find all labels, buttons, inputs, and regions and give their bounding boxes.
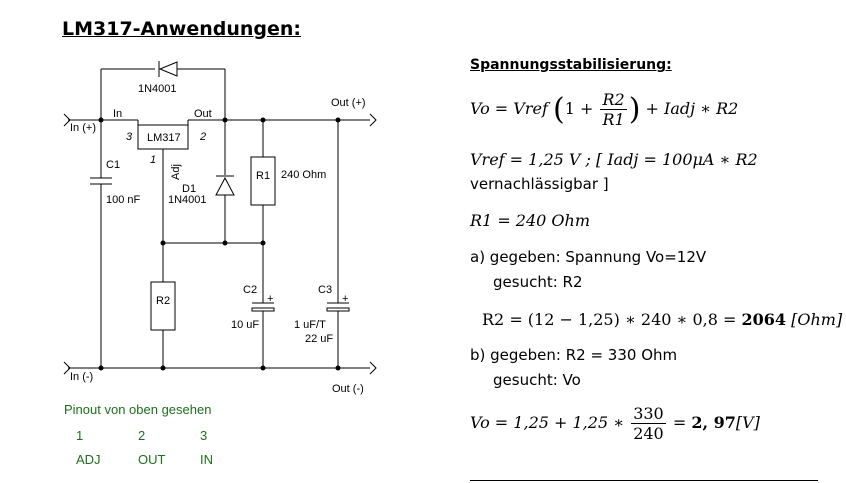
section-title: Spannungsstabilisierung: [470,57,672,73]
pinout-name-2: OUT [138,452,166,467]
diode-top-label: 1N4001 [138,83,177,95]
pinout-name-3: IN [200,452,213,467]
r1-value: 240 Ohm [281,169,326,181]
r2-label: R2 [156,295,170,307]
ic-out-label: Out [194,108,212,120]
out-plus-label: Out (+) [331,97,366,109]
vref-note: vernachlässigbar ] [470,175,609,193]
ic-pin2-label: 2 [199,131,206,143]
page-title: LM317-Anwendungen: [62,18,302,40]
c2-value: 10 uF [231,319,259,331]
c1-value: 100 nF [106,194,141,206]
in-plus-label: In (+) [70,122,96,134]
formula-r1: R1 = 240 Ohm [470,211,591,230]
c2-label: C2 [243,284,257,296]
ic-name: LM317 [147,132,181,144]
d1-label: D1 [182,183,196,195]
out-minus-label: Out (-) [332,383,364,395]
pinout-num-1: 1 [76,428,83,443]
c1-label: C1 [106,159,120,171]
case-a-wanted: gesucht: R2 [493,273,583,291]
ic-pin3-label: 3 [126,131,133,143]
pinout-title: Pinout von oben gesehen [64,402,211,417]
c3-label: C3 [318,284,332,296]
case-b-given: b) gegeben: R2 = 330 Ohm [470,346,678,364]
case-a-given: a) gegeben: Spannung Vo=12V [470,248,707,266]
pinout-num-3: 3 [200,428,207,443]
case-b-wanted: gesucht: Vo [493,371,581,389]
ic-in-label: In [113,108,122,120]
ic-pin1-label: 1 [150,154,156,166]
c3-plus-icon: + [342,293,348,305]
formula-vref: Vref = 1,25 V ; [ Iadj = 100μA ∗ R2 [470,150,758,169]
c3-value-2: 22 uF [305,333,333,345]
bottom-divider [470,480,818,481]
circuit-schematic: 1N4001 In Out Out (+) In (+) 3 2 LM317 1… [63,61,377,467]
in-minus-label: In (-) [70,371,93,383]
d1-value: 1N4001 [168,194,207,206]
adj-label: Adj [170,164,182,180]
c2-plus-icon: + [267,293,273,305]
formula-r2: R2 = (12 − 1,25) ∗ 240 ∗ 0,8 = 2064 [Ohm… [482,310,843,329]
pinout-num-2: 2 [138,428,145,443]
r1-label: R1 [256,170,270,182]
c3-value-1: 1 uF/T [294,319,326,331]
pinout-name-1: ADJ [76,452,101,467]
